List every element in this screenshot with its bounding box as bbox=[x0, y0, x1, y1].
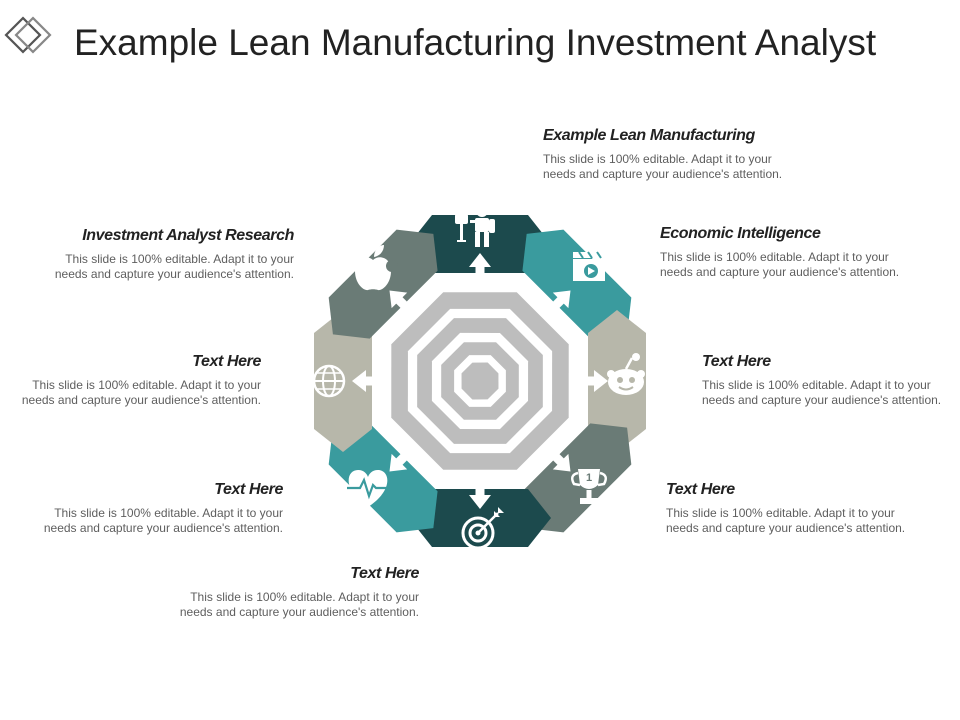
block-heading: Text Here bbox=[702, 353, 771, 370]
block-heading: Text Here bbox=[350, 565, 419, 582]
target-arrow-icon bbox=[461, 507, 504, 550]
text-block-investment-analyst-research: Investment Analyst Research This slide i… bbox=[32, 227, 295, 282]
globe-person-icon bbox=[301, 364, 346, 399]
block-description: This slide is 100% editable. Adapt it to… bbox=[666, 506, 906, 535]
block-heading: Investment Analyst Research bbox=[82, 227, 294, 244]
text-block-right: Text Here This slide is 100% editable. A… bbox=[702, 353, 960, 408]
block-heading: Economic Intelligence bbox=[660, 225, 821, 242]
apple-icon bbox=[355, 245, 398, 291]
block-description: This slide is 100% editable. Adapt it to… bbox=[179, 590, 419, 619]
text-block-bottom: Text Here This slide is 100% editable. A… bbox=[157, 565, 420, 620]
block-description: This slide is 100% editable. Adapt it to… bbox=[21, 378, 261, 407]
slide-title: Example Lean Manufacturing Investment An… bbox=[74, 22, 877, 63]
center-octagon bbox=[391, 292, 569, 470]
mailbox-person-icon bbox=[455, 205, 495, 247]
block-description: This slide is 100% editable. Adapt it to… bbox=[54, 252, 294, 281]
robot-face-icon bbox=[607, 353, 645, 395]
block-heading: Text Here bbox=[666, 481, 735, 498]
text-block-example-lean-manufacturing: Example Lean Manufacturing This slide is… bbox=[543, 127, 805, 182]
text-block-economic-intelligence: Economic Intelligence This slide is 100%… bbox=[660, 225, 922, 280]
block-heading: Text Here bbox=[214, 481, 283, 498]
block-description: This slide is 100% editable. Adapt it to… bbox=[660, 250, 900, 279]
heart-pulse-icon bbox=[347, 470, 389, 507]
text-block-bottom-right: Text Here This slide is 100% editable. A… bbox=[666, 481, 928, 536]
trophy-icon: 1 bbox=[570, 469, 608, 504]
text-block-left: Text Here This slide is 100% editable. A… bbox=[0, 353, 262, 408]
logo-icon bbox=[4, 16, 52, 54]
svg-text:1: 1 bbox=[586, 472, 592, 484]
text-block-bottom-left: Text Here This slide is 100% editable. A… bbox=[21, 481, 284, 536]
video-player-icon bbox=[573, 251, 605, 281]
block-description: This slide is 100% editable. Adapt it to… bbox=[702, 378, 942, 407]
block-heading: Text Here bbox=[192, 353, 261, 370]
block-description: This slide is 100% editable. Adapt it to… bbox=[543, 152, 783, 181]
block-heading: Example Lean Manufacturing bbox=[543, 127, 755, 144]
block-description: This slide is 100% editable. Adapt it to… bbox=[43, 506, 283, 535]
